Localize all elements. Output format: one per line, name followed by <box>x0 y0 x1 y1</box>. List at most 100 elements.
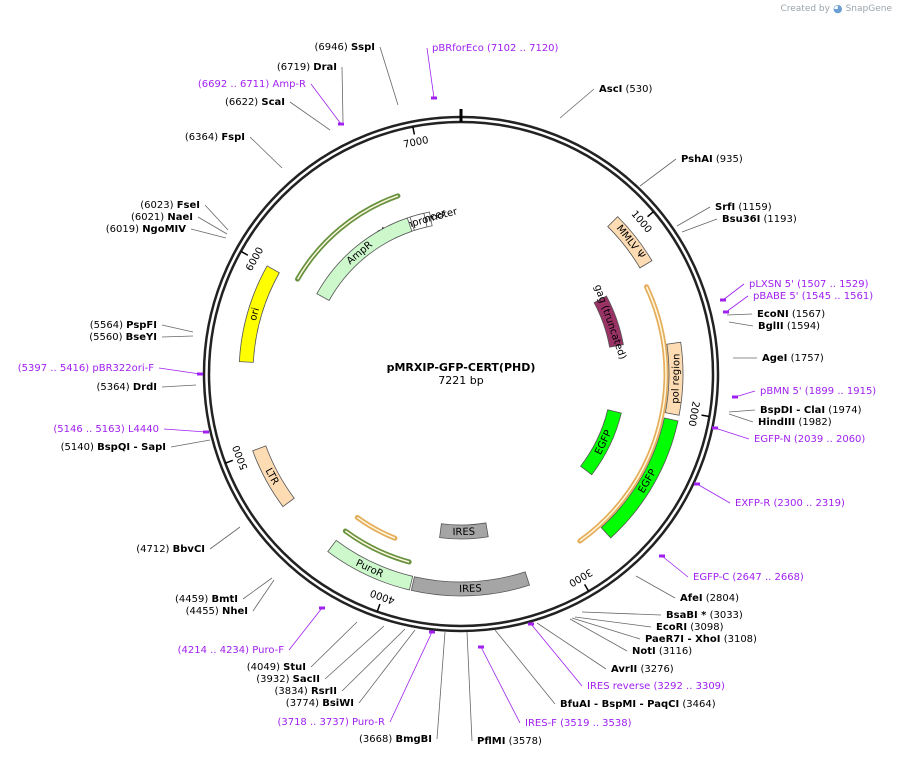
tick-mark <box>376 603 381 612</box>
restriction-site-label[interactable]: NotI (3116) <box>632 646 692 657</box>
primer-label[interactable]: pBMN 5' (1899 .. 1915) <box>760 386 876 397</box>
plasmid-name: pMRXIP-GFP-CERT(PHD) <box>387 361 536 374</box>
restriction-site-label[interactable]: (3668) BmgBI <box>359 734 432 745</box>
leader-line <box>661 555 689 578</box>
feature-ori[interactable] <box>238 265 280 363</box>
leader-line <box>728 409 756 413</box>
restriction-site-label[interactable]: BglII (1594) <box>758 321 820 332</box>
restriction-site-label[interactable]: AfeI (2804) <box>680 593 739 604</box>
primer-mark <box>659 554 665 558</box>
restriction-site-label[interactable]: (6622) ScaI <box>225 97 285 108</box>
primer-label[interactable]: IRES reverse (3292 .. 3309) <box>587 681 725 692</box>
tick-label: 5000 <box>231 443 250 471</box>
leader-line <box>696 483 731 504</box>
leader-line <box>379 46 399 106</box>
primer-label[interactable]: EGFP-N (2039 .. 2060) <box>754 434 865 445</box>
feature-ampr-promoter[interactable] <box>409 212 428 231</box>
restriction-site-label[interactable]: (3834) RsrII <box>275 686 337 697</box>
leader-line <box>209 526 241 550</box>
feature-ampr[interactable] <box>316 217 413 302</box>
restriction-site-label[interactable]: EcoNI (1567) <box>757 309 825 320</box>
leader-line <box>635 575 676 599</box>
feature-ltr[interactable] <box>252 445 295 508</box>
restriction-site-label[interactable]: (6946) SspI <box>315 42 375 53</box>
leader-line <box>494 629 556 705</box>
restriction-site-label[interactable]: (6719) DraI <box>277 62 337 73</box>
restriction-site-label[interactable]: PshAI (935) <box>681 154 743 165</box>
restriction-site-label[interactable]: AvrII (3276) <box>611 664 674 675</box>
snapgene-credit: Created by ◕ SnapGene <box>780 2 892 15</box>
primer-label[interactable]: (4214 .. 4234) Puro-F <box>178 645 285 656</box>
restriction-site-label[interactable]: (4049) StuI <box>247 662 306 673</box>
restriction-site-label[interactable]: (4459) BmtI <box>175 594 238 605</box>
tick-label: 3000 <box>567 566 595 588</box>
restriction-site-label[interactable]: BfuAI - BspMI - PaqCI (3464) <box>560 699 716 710</box>
restriction-site-label[interactable]: (5560) BseYI <box>89 332 157 343</box>
restriction-site-label[interactable]: (4712) BbvCI <box>136 544 205 555</box>
primer-label[interactable]: pLXSN 5' (1507 .. 1529) <box>749 279 869 290</box>
orf-arc-core <box>296 195 399 280</box>
restriction-site-label[interactable]: HindIII (1982) <box>758 417 832 428</box>
leader-line <box>288 607 323 651</box>
restriction-site-label[interactable]: (5364) DrdI <box>96 382 157 393</box>
label-layer: (6946) SspI (6719) DraI (6622) ScaI (6364) … <box>18 42 877 747</box>
feature-egfp-2[interactable] <box>600 417 679 539</box>
feature-puror[interactable] <box>327 539 414 591</box>
restriction-site-label[interactable]: PaeR7I - XhoI (3108) <box>645 634 757 645</box>
feature-ires-2[interactable] <box>410 571 531 597</box>
leader-line <box>341 628 406 692</box>
orf-arc-core <box>356 516 396 539</box>
leader-line <box>289 101 331 131</box>
leader-line <box>530 623 583 687</box>
plasmid-size: 7221 bp <box>438 374 483 387</box>
primer-label[interactable]: (6692 .. 6711) Amp-R <box>198 79 306 90</box>
leader-line <box>728 413 754 423</box>
tick-mark <box>701 414 710 418</box>
restriction-site-label[interactable]: (6364) FspI <box>185 132 245 143</box>
restriction-site-label[interactable]: AgeI (1757) <box>762 353 824 364</box>
restriction-site-label[interactable]: PflMI (3578) <box>477 736 542 747</box>
restriction-site-label[interactable]: (4455) NheI <box>186 606 248 617</box>
feature-ires-1[interactable] <box>439 522 489 540</box>
primer-label[interactable]: (5146 .. 5163) L4440 <box>53 424 159 435</box>
leader-line <box>676 206 711 227</box>
restriction-site-label[interactable]: Bsu36I (1193) <box>722 214 797 225</box>
primer-label[interactable]: (5397 .. 5416) pBR322ori-F <box>18 363 154 374</box>
tick-mark <box>583 583 590 592</box>
restriction-site-label[interactable]: (3932) SacII <box>256 674 320 685</box>
primer-label[interactable]: (3718 .. 3737) Puro-R <box>277 717 385 728</box>
feature-gag[interactable] <box>593 295 624 348</box>
orf-layer <box>295 193 669 565</box>
primer-mark <box>528 622 534 626</box>
restriction-site-label[interactable]: (5140) BspQI - SapI <box>61 442 166 453</box>
feature-egfp-1[interactable] <box>580 409 622 476</box>
tick-label: 1000 <box>629 209 654 236</box>
primer-mark <box>720 298 726 302</box>
primer-label[interactable]: pBABE 5' (1545 .. 1561) <box>753 291 873 302</box>
restriction-site-label[interactable]: (5564) PspFI <box>90 320 157 331</box>
leader-line <box>559 88 595 119</box>
restriction-site-label[interactable]: AscI (530) <box>599 84 653 95</box>
feature-pol-region[interactable] <box>664 341 684 416</box>
credit-text: Created by <box>780 3 830 14</box>
restriction-site-label[interactable]: SrfI (1159) <box>715 202 772 213</box>
restriction-site-label[interactable]: (6023) FseI <box>140 200 200 211</box>
tick-mark <box>240 250 249 256</box>
primer-mark <box>694 482 700 486</box>
primer-label[interactable]: IRES-F (3519 .. 3538) <box>525 718 632 729</box>
snapgene-logo-icon: ◕ <box>832 2 843 15</box>
primer-label[interactable]: EGFP-C (2647 .. 2668) <box>693 572 804 583</box>
restriction-site-label[interactable]: BspDI - ClaI (1974) <box>760 405 862 416</box>
leader-line <box>714 427 750 440</box>
restriction-site-label[interactable]: (6021) NaeI <box>131 212 193 223</box>
restriction-site-label[interactable]: EcoRI (3098) <box>656 622 724 633</box>
primer-label[interactable]: pBRforEco (7102 .. 7120) <box>432 43 559 54</box>
primer-label[interactable]: EXFP-R (2300 .. 2319) <box>735 498 845 509</box>
feature-mmlv-psi[interactable] <box>607 216 653 269</box>
restriction-site-label[interactable]: (6019) NgoMIV <box>106 224 187 235</box>
restriction-site-label[interactable]: BsaBI * (3033) <box>666 610 743 621</box>
restriction-site-label[interactable]: (3774) BsiWI <box>286 698 354 709</box>
feature-label: IRES <box>452 527 475 538</box>
leader-line <box>569 618 628 652</box>
leader-layer <box>158 46 757 742</box>
